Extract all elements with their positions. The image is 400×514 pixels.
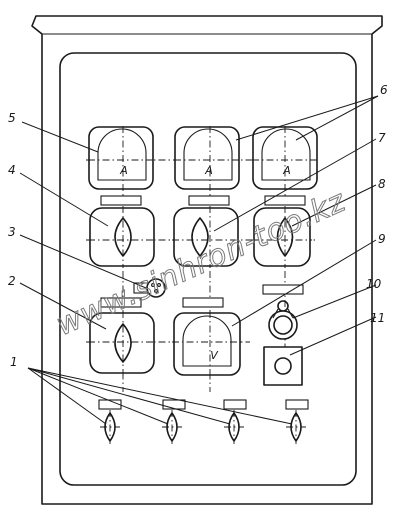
push-button (263, 346, 303, 386)
callout-8: 8 (378, 177, 386, 191)
ammeter-1: A (88, 126, 154, 190)
label-plate-1 (100, 195, 142, 206)
label-plate-10 (285, 399, 309, 410)
callout-6: 6 (380, 83, 388, 97)
label-plate-5 (182, 297, 224, 308)
signal-lamp (133, 278, 166, 298)
label-plate-2 (188, 195, 230, 206)
callout-7: 7 (378, 131, 386, 145)
small-switch-3 (224, 410, 244, 444)
fuse-holder (268, 300, 298, 340)
callout-2: 2 (8, 274, 16, 288)
callout-10: 10 (366, 277, 382, 291)
label-plate-4 (100, 297, 142, 308)
small-switch-1 (100, 410, 120, 444)
switch-3 (252, 206, 312, 268)
callout-9: 9 (378, 232, 386, 246)
voltmeter-unit: V (210, 349, 219, 362)
ammeter-2-unit: A (204, 164, 213, 177)
label-plate-6 (262, 284, 304, 295)
callout-3: 3 (8, 225, 16, 239)
ammeter-1-unit: A (119, 164, 128, 177)
label-plate-7 (98, 399, 122, 410)
cabinet-body (31, 15, 383, 505)
small-switch-2 (162, 410, 182, 444)
switch-2 (172, 206, 240, 268)
label-plate-8 (162, 399, 186, 410)
label-plate-9 (223, 399, 247, 410)
switch-4 (88, 311, 156, 376)
small-switch-4 (286, 410, 306, 444)
ammeter-3: A (252, 126, 318, 190)
ammeter-3-unit: A (282, 164, 291, 177)
leader-lines (19, 95, 379, 425)
callout-11: 11 (370, 311, 385, 325)
label-plate-3 (264, 195, 306, 206)
callout-1: 1 (10, 355, 18, 369)
cabinet-door (59, 52, 357, 486)
callout-4: 4 (8, 163, 16, 177)
switch-1 (88, 206, 156, 268)
callout-5: 5 (8, 111, 16, 125)
voltmeter: V (172, 311, 242, 378)
ammeter-2: A (174, 126, 240, 190)
